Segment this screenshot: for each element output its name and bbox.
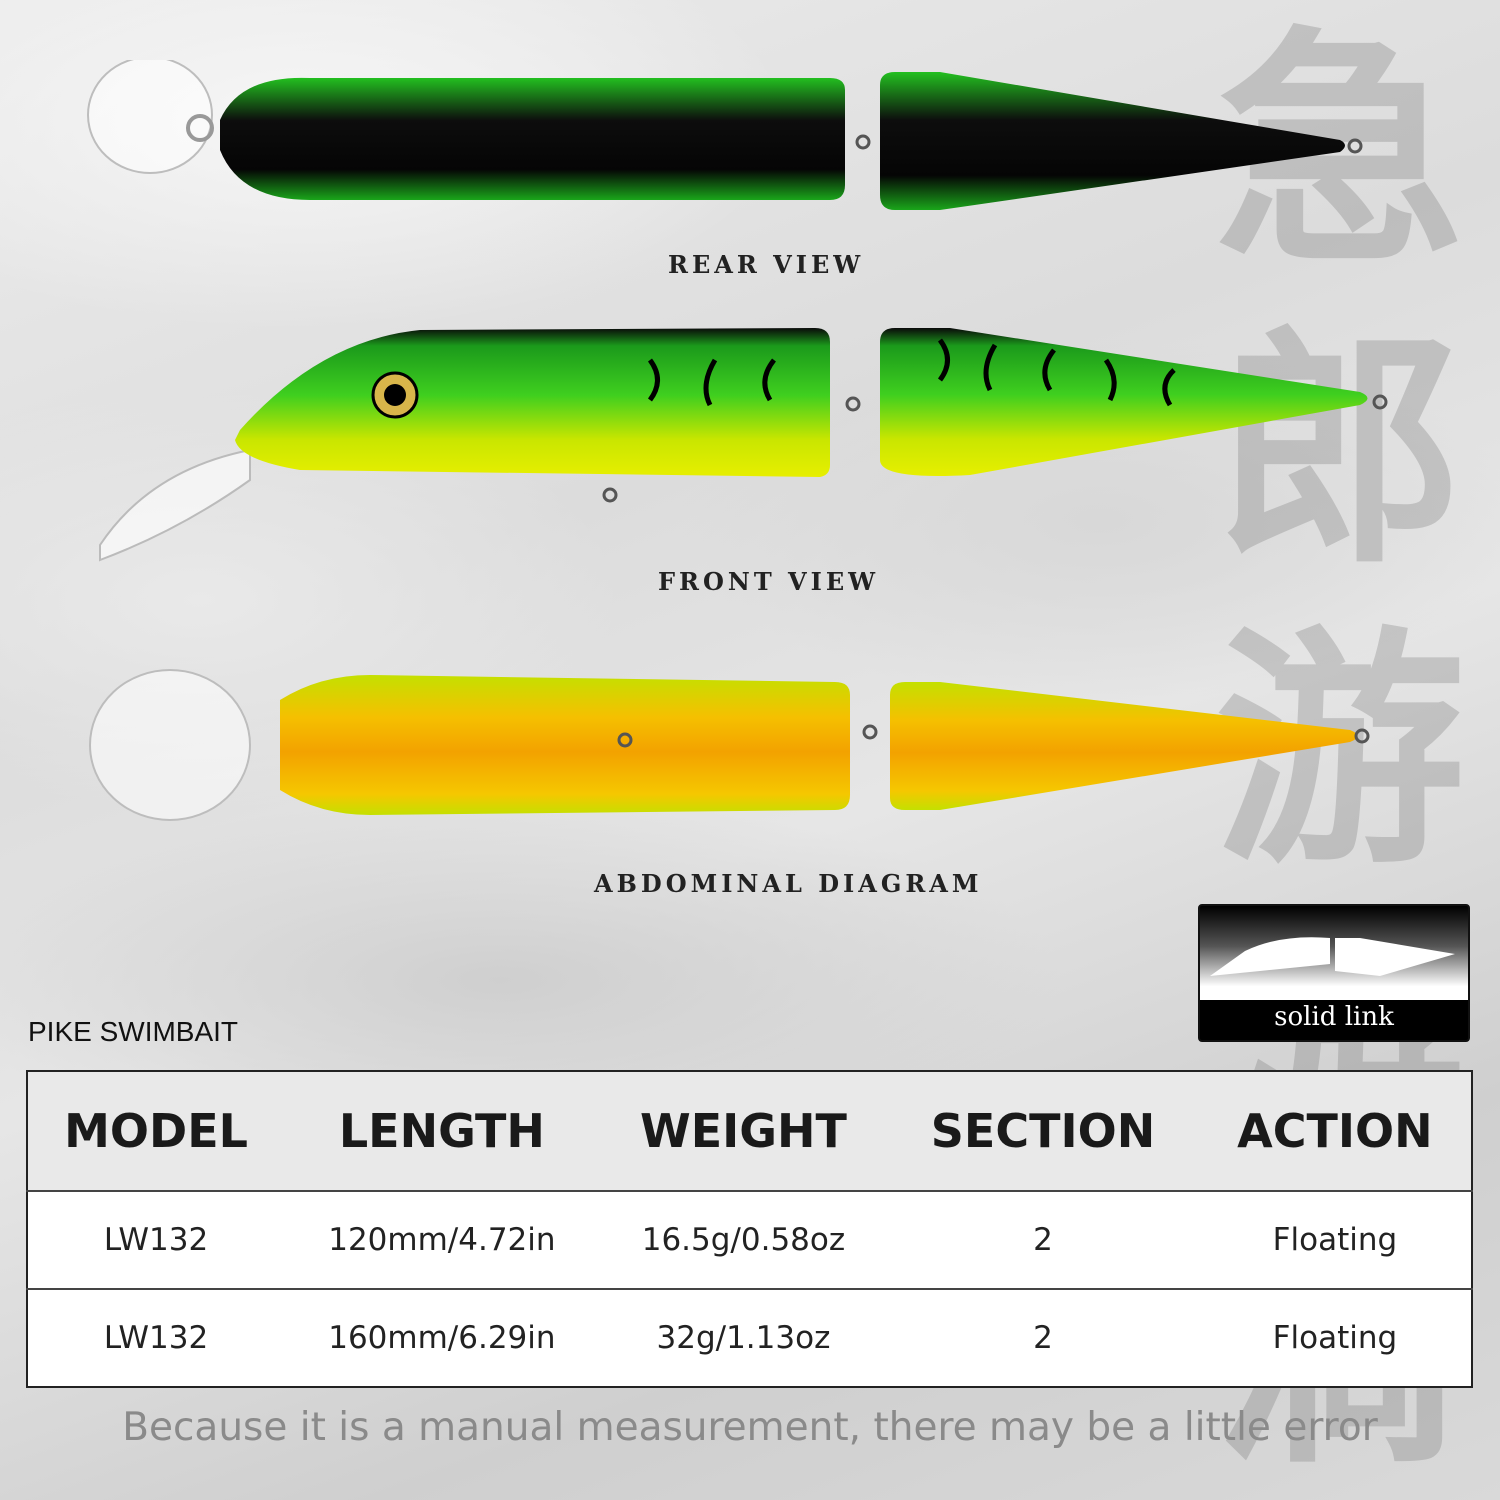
cell-weight: 16.5g/0.58oz — [599, 1191, 888, 1290]
table-row: LW132 160mm/6.29in 32g/1.13oz 2 Floating — [27, 1289, 1472, 1387]
cell-model: LW132 — [103, 1320, 209, 1356]
cell-section: 2 — [1033, 1320, 1053, 1356]
front-view-lure-image — [99, 328, 1388, 562]
abdominal-view-lure-image — [89, 669, 1370, 821]
front-view-label: FRONT VIEW — [658, 567, 880, 596]
table-row: LW132 120mm/4.72in 16.5g/0.58oz 2 Floati… — [27, 1191, 1472, 1290]
lure-silhouette-icon — [1210, 937, 1455, 976]
cell-model: LW132 — [27, 1191, 285, 1290]
product-name: PIKE SWIMBAIT — [28, 1016, 239, 1047]
cell-action: Floating — [1272, 1320, 1398, 1356]
rear-view-label: REAR VIEW — [668, 250, 865, 279]
watermark-char: 郎 — [1215, 303, 1465, 597]
rear-view-lure-image — [87, 60, 1363, 210]
cell-action: Floating — [1198, 1191, 1472, 1290]
specs-table: MODEL LENGTH WEIGHT SECTION ACTION LW132… — [26, 1070, 1473, 1388]
cell-weight: 32g/1.13oz — [656, 1320, 831, 1356]
cell-section: 2 — [887, 1191, 1199, 1290]
solid-link-label: solid link — [1274, 1002, 1394, 1032]
cell-length: 120mm/4.72in — [284, 1191, 600, 1290]
header-section: SECTION — [887, 1071, 1199, 1192]
solid-link-badge: solid link — [1198, 904, 1470, 1042]
measurement-note: Because it is a manual measurement, ther… — [122, 1405, 1378, 1450]
header-model: MODEL — [27, 1071, 285, 1192]
header-weight: WEIGHT — [599, 1071, 888, 1192]
abdominal-view-label: ABDOMINAL DIAGRAM — [594, 869, 983, 898]
header-length: LENGTH — [284, 1071, 600, 1192]
header-action: ACTION — [1198, 1071, 1472, 1192]
table-header-row: MODEL LENGTH WEIGHT SECTION ACTION — [27, 1071, 1472, 1192]
cell-length: 160mm/6.29in — [328, 1320, 556, 1356]
